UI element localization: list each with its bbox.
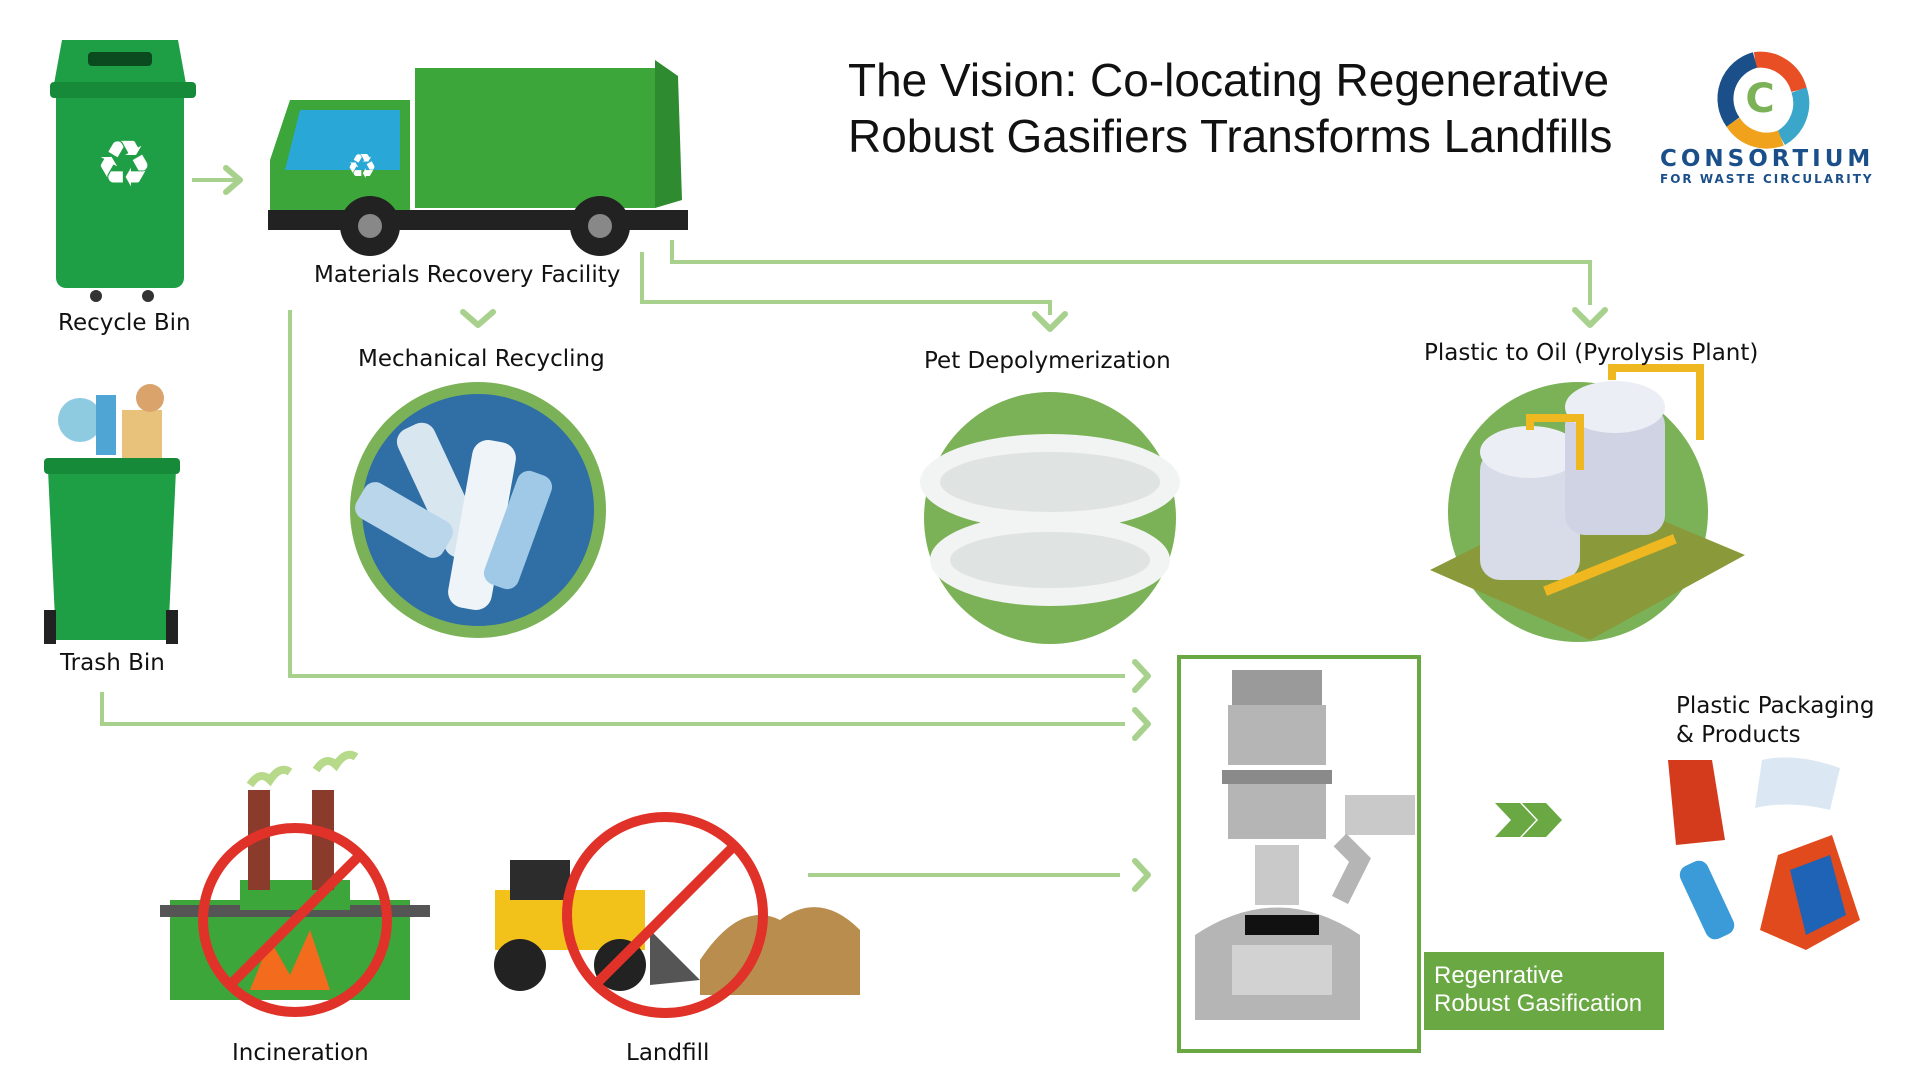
double-chevron-icon <box>1495 803 1562 837</box>
products-label: Plastic Packaging & Products <box>1676 692 1874 750</box>
title-line-1: The Vision: Co-locating Regenerative <box>848 54 1610 106</box>
mechanical-recycling-label: Mechanical Recycling <box>358 346 605 372</box>
line-mrf-to-gasifier <box>288 310 1125 678</box>
svg-text:♻: ♻ <box>95 128 152 202</box>
trash-bin-label: Trash Bin <box>60 650 165 676</box>
gasification-label-line-1: Regenrative <box>1434 962 1564 989</box>
products-label-line-2: & Products <box>1676 722 1801 748</box>
page-title: The Vision: Co-locating Regenerative Rob… <box>848 52 1612 164</box>
svg-text:♻: ♻ <box>347 147 377 187</box>
products-label-line-1: Plastic Packaging <box>1676 693 1875 719</box>
line-trash-to-gasifier <box>100 692 1125 726</box>
recycle-bin-icon: ♻ <box>50 40 196 302</box>
mrf-label: Materials Recovery Facility <box>314 262 621 288</box>
bulldozer-icon <box>494 860 860 995</box>
prohibited-icon <box>198 823 392 1017</box>
gasifier-frame <box>1177 655 1421 1053</box>
landfill-label: Landfill <box>626 1040 710 1066</box>
gasification-label: Regenrative Robust Gasification <box>1424 952 1664 1030</box>
gasifier-icon <box>1195 670 1415 1020</box>
logo-tagline: FOR WASTE CIRCULARITY <box>1660 172 1874 186</box>
prohibited-icon-landfill <box>562 812 768 1018</box>
gasification-label-line-2: Robust Gasification <box>1434 990 1643 1017</box>
logo-name: CONSORTIUM <box>1660 146 1875 172</box>
factory-icon <box>160 750 430 1000</box>
logo: CONSORTIUM FOR WASTE CIRCULARITY <box>1660 146 1874 186</box>
consortium-logo-icon: C <box>1717 51 1810 149</box>
pet-depolymerization-label: Pet Depolymerization <box>924 348 1171 374</box>
flakes-icon <box>920 392 1180 644</box>
line-to-pet <box>640 252 1052 315</box>
incineration-label: Incineration <box>232 1040 369 1066</box>
svg-text:C: C <box>1745 76 1774 122</box>
flow-lines <box>100 178 1592 877</box>
bottles-icon <box>350 382 606 638</box>
garbage-truck-icon: ♻ <box>268 60 688 256</box>
arrow-heads <box>223 165 1608 892</box>
recycle-bin-label: Recycle Bin <box>58 310 191 336</box>
trash-bin-icon <box>44 384 180 644</box>
tanks-icon <box>1430 364 1745 642</box>
products-icon <box>1668 757 1860 950</box>
title-line-2: Robust Gasifiers Transforms Landfills <box>848 110 1613 162</box>
line-to-pyrolysis <box>670 240 1592 305</box>
pyrolysis-label: Plastic to Oil (Pyrolysis Plant) <box>1424 340 1759 366</box>
